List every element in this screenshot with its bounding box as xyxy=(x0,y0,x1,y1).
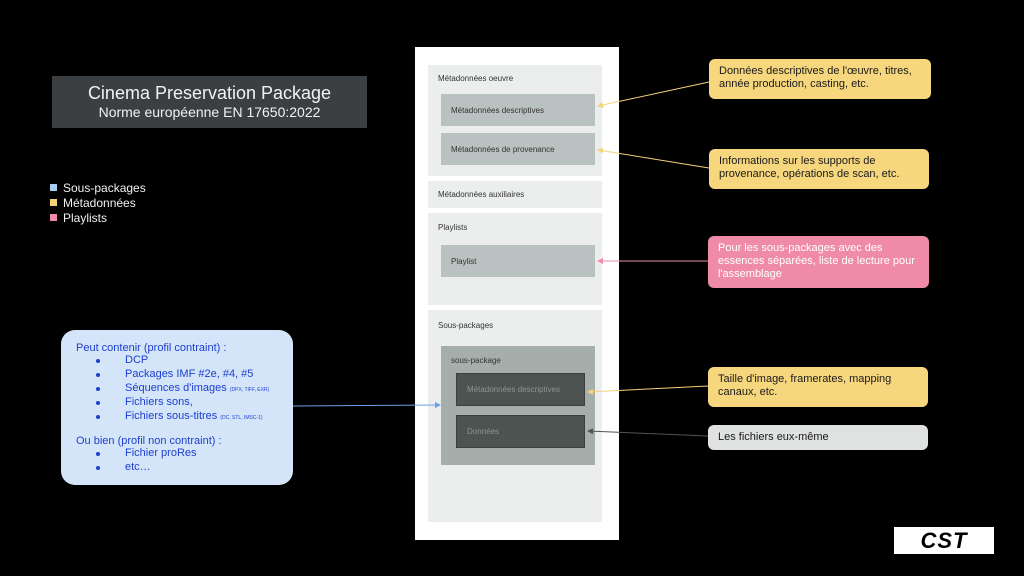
panel-label: Métadonnées auxiliaires xyxy=(438,190,525,199)
panel-metadonnees-oeuvre: Métadonnées oeuvre Métadonnées descripti… xyxy=(428,65,602,176)
panel-playlists: Playlists Playlist xyxy=(428,213,602,305)
panel-metadonnees-auxiliaires: Métadonnées auxiliaires xyxy=(428,181,602,208)
info-item: Packages IMF #2e, #4, #5 xyxy=(125,368,254,380)
info-header-contraint: Peut contenir (profil contraint) : xyxy=(76,342,227,354)
box-metadonnees-descriptives: Métadonnées descriptives xyxy=(441,94,595,126)
arrow-info xyxy=(292,402,441,409)
box-sous-package-metadonnees: Métadonnées descriptives xyxy=(456,373,585,406)
panel-label: Métadonnées oeuvre xyxy=(438,74,514,83)
title-box: Cinema Preservation Package Norme europé… xyxy=(52,76,367,128)
panel-label: Sous-packages xyxy=(438,321,494,330)
info-item: DCP xyxy=(125,354,149,366)
box-sous-package: sous-package Métadonnées descriptives Do… xyxy=(441,346,595,465)
arrow-oeuvre xyxy=(597,81,710,108)
arrow-image xyxy=(587,385,709,395)
panel-label: Playlists xyxy=(438,223,468,232)
arrow-fichiers xyxy=(587,428,709,437)
legend-playlists: Playlists xyxy=(50,211,107,225)
info-item: etc… xyxy=(125,461,151,473)
bullet xyxy=(96,373,100,377)
callout-image: Taille d'image, framerates, mapping cana… xyxy=(708,367,928,407)
callout-fichiers: Les fichiers eux-même xyxy=(708,425,928,450)
info-header-non-contraint: Ou bien (profil non contraint) : xyxy=(76,435,222,447)
cst-logo: CST xyxy=(894,527,994,554)
box-sous-package-donnees: Données xyxy=(456,415,585,448)
box-metadonnees-provenance: Métadonnées de provenance xyxy=(441,133,595,165)
legend-swatch xyxy=(50,214,57,221)
legend-metadonnees: Métadonnées xyxy=(50,196,136,210)
subtitle: Norme européenne EN 17650:2022 xyxy=(98,104,321,120)
panel-sous-packages: Sous-packages sous-package Métadonnées d… xyxy=(428,310,602,522)
bullet xyxy=(96,401,100,405)
bullet xyxy=(96,452,100,456)
callout-oeuvre-descriptives: Données descriptives de l'œuvre, titres,… xyxy=(709,59,931,99)
info-item: Fichier proRes xyxy=(125,447,197,459)
bullet xyxy=(96,387,100,391)
title: Cinema Preservation Package xyxy=(87,83,332,103)
info-item: Fichiers sous-titres (DC, STL, IMSC-1) xyxy=(125,410,263,422)
callout-playlist: Pour les sous-packages avec des essences… xyxy=(708,236,929,288)
legend-swatch xyxy=(50,184,57,191)
callout-provenance: Informations sur les supports de provena… xyxy=(709,149,929,189)
bullet xyxy=(96,415,100,419)
box-playlist: Playlist xyxy=(441,245,595,277)
legend-swatch xyxy=(50,199,57,206)
info-box-contenu: Peut contenir (profil contraint) : DCP P… xyxy=(61,330,293,485)
legend-sous-packages: Sous-packages xyxy=(50,181,146,195)
package-document: Métadonnées oeuvre Métadonnées descripti… xyxy=(415,47,619,540)
sous-package-label: sous-package xyxy=(451,356,501,365)
arrow-provenance xyxy=(597,147,710,169)
info-item: Séquences d'images (DPX, TIFF, EXR) xyxy=(125,382,270,394)
bullet xyxy=(96,359,100,363)
info-item: Fichiers sons, xyxy=(125,396,193,408)
bullet xyxy=(96,466,100,470)
